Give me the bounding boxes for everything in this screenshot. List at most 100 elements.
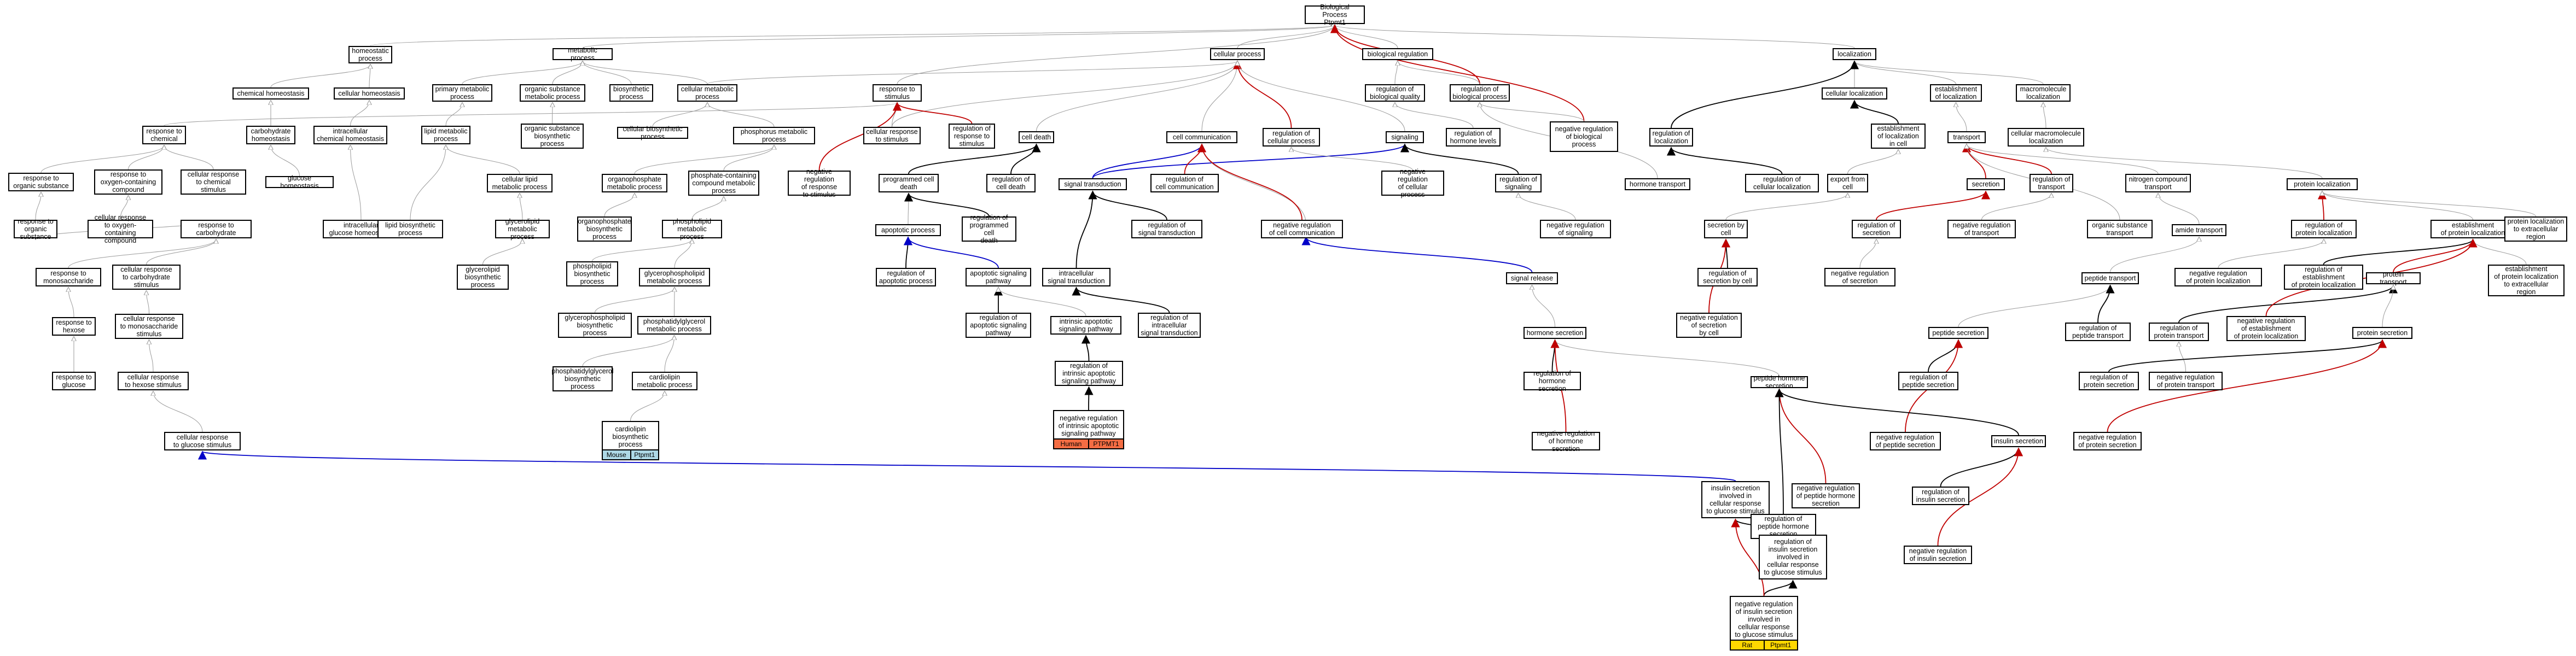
term-node-regulation-of-apoptotic-process[interactable]: regulation of apoptotic process xyxy=(876,268,936,286)
term-node-homeostatic-process[interactable]: homeostatic process xyxy=(348,46,392,63)
term-node-glucose-homeostasis[interactable]: glucose homeostasis xyxy=(265,174,334,190)
term-node-cellular-metabolic-process[interactable]: cellular metabolic process xyxy=(677,84,737,102)
term-node-secretion-by-cell[interactable]: secretion by cell xyxy=(1704,220,1748,238)
term-node-cellular-lipid-metabolic-process[interactable]: cellular lipid metabolic process xyxy=(487,174,553,192)
term-node-cellular-response-to-monosaccharide-stimulus[interactable]: cellular response to monosaccharide stim… xyxy=(115,314,183,339)
gene-tag-mouse[interactable]: Mouse xyxy=(603,450,630,459)
term-node-regulation-of-secretion[interactable]: regulation of secretion xyxy=(1852,220,1901,238)
term-node-regulation-of-peptide-transport[interactable]: regulation of peptide transport xyxy=(2065,323,2131,341)
term-node-phospholipid-biosynthetic-process[interactable]: phospholipid biosynthetic process xyxy=(566,261,618,286)
term-node-insulin-secretion[interactable]: insulin secretion xyxy=(1991,435,2046,447)
term-node-cellular-localization[interactable]: cellular localization xyxy=(1822,87,1887,99)
term-node-organic-substance-metabolic-process[interactable]: organic substance metabolic process xyxy=(520,84,585,102)
term-node-negative-regulation-of-insulin-secretion[interactable]: negative regulation of insulin secretion xyxy=(1904,546,1972,564)
term-node-phospholipid-metabolic-process[interactable]: phospholipid metabolic process xyxy=(662,218,722,241)
term-node-negative-regulation-of-secretion[interactable]: negative regulation of secretion xyxy=(1824,268,1895,286)
term-node-regulation-of-peptide-secretion[interactable]: regulation of peptide secretion xyxy=(1898,372,1958,390)
term-node-biosynthetic-process[interactable]: biosynthetic process xyxy=(609,84,653,102)
term-node-cellular-process[interactable]: cellular process xyxy=(1210,48,1265,60)
term-node-organic-substance-transport[interactable]: organic substance transport xyxy=(2087,220,2153,238)
term-node-regulation-of-cell-death[interactable]: regulation of cell death xyxy=(986,174,1036,192)
term-node-biological-regulation[interactable]: biological regulation xyxy=(1362,48,1433,60)
term-node-localization[interactable]: localization xyxy=(1833,48,1876,60)
term-node-phosphatidylglycerol-metabolic-process[interactable]: phosphatidylglycerol metabolic process xyxy=(637,316,711,335)
gene-tag-ptpmt1[interactable]: Ptpmt1 xyxy=(1763,641,1797,649)
term-node-response-to-organic-substance[interactable]: response to organic substance xyxy=(14,218,57,241)
term-node-regulation-of-insulin-secretion-involved-in-cellular-response-to-glucose-stimulus[interactable]: regulation of insulin secretion involved… xyxy=(1759,535,1827,579)
term-node-export-from-cell[interactable]: export from cell xyxy=(1827,174,1868,192)
term-node-cellular-response-to-stimulus[interactable]: cellular response to stimulus xyxy=(863,127,921,144)
annotated-term-negative-regulation-of-intrinsic-apoptotic-signaling-pathway[interactable]: negative regulation of intrinsic apoptot… xyxy=(1053,410,1124,449)
term-node-macromolecule-localization[interactable]: macromolecule localization xyxy=(2016,84,2071,102)
term-node-cellular-response-to-glucose-stimulus[interactable]: cellular response to glucose stimulus xyxy=(164,432,241,450)
term-node-cellular-biosynthetic-process[interactable]: cellular biosynthetic process xyxy=(617,125,688,140)
term-node-peptide-transport[interactable]: peptide transport xyxy=(2081,272,2139,284)
term-node-regulation-of-secretion-by-cell[interactable]: regulation of secretion by cell xyxy=(1697,268,1758,286)
term-node-peptide-hormone-secretion[interactable]: peptide hormone secretion xyxy=(1751,374,1808,390)
term-node-organophosphate-metabolic-process[interactable]: organophosphate metabolic process xyxy=(602,174,667,192)
term-node-regulation-of-cell-communication[interactable]: regulation of cell communication xyxy=(1150,174,1219,192)
term-node-negative-regulation-of-hormone-secretion[interactable]: negative regulation of hormone secretion xyxy=(1532,430,1600,453)
term-node-negative-regulation-of-protein-secretion[interactable]: negative regulation of protein secretion xyxy=(2073,432,2142,450)
term-node-regulation-of-signal-transduction[interactable]: regulation of signal transduction xyxy=(1131,220,1202,238)
gene-tag-human[interactable]: Human xyxy=(1054,440,1088,448)
term-node-negative-regulation-of-protein-localization[interactable]: negative regulation of protein localizat… xyxy=(2174,268,2262,286)
term-node-signal-release[interactable]: signal release xyxy=(1506,272,1558,284)
term-node-response-to-monosaccharide[interactable]: response to monosaccharide xyxy=(36,268,101,286)
term-node-establishment-of-localization-in-cell[interactable]: establishment of localization in cell xyxy=(1871,124,1926,149)
term-node-carbohydrate-homeostasis[interactable]: carbohydrate homeostasis xyxy=(246,126,295,144)
term-node-protein-transport[interactable]: protein transport xyxy=(2366,271,2421,286)
term-node-phosphatidylglycerol-biosynthetic-process[interactable]: phosphatidylglycerol biosynthetic proces… xyxy=(551,366,614,391)
term-node-response-to-chemical[interactable]: response to chemical xyxy=(142,126,186,144)
term-node-cardiolipin-metabolic-process[interactable]: cardiolipin metabolic process xyxy=(632,372,697,390)
term-node-glycerolipid-biosynthetic-process[interactable]: glycerolipid biosynthetic process xyxy=(457,265,509,290)
term-node-regulation-of-insulin-secretion[interactable]: regulation of insulin secretion xyxy=(1912,487,1969,505)
term-node-negative-regulation-of-peptide-hormone-secretion[interactable]: negative regulation of peptide hormone s… xyxy=(1792,483,1860,508)
term-node-regulation-of-cellular-localization[interactable]: regulation of cellular localization xyxy=(1745,174,1819,192)
gene-tag-rat[interactable]: Rat xyxy=(1731,641,1764,649)
term-node-primary-metabolic-process[interactable]: primary metabolic process xyxy=(432,84,492,102)
term-node-cell-death[interactable]: cell death xyxy=(1019,131,1054,143)
term-node-cellular-response-to-carbohydrate-stimulus[interactable]: cellular response to carbohydrate stimul… xyxy=(112,265,181,290)
term-node-protein-secretion[interactable]: protein secretion xyxy=(2352,327,2412,339)
term-node-signal-transduction[interactable]: signal transduction xyxy=(1059,178,1127,190)
term-node-regulation-of-localization[interactable]: regulation of localization xyxy=(1649,128,1693,147)
term-node-phosphate-containing-compound-metabolic-process[interactable]: phosphate-containing compound metabolic … xyxy=(688,171,759,196)
term-node-regulation-of-protein-secretion[interactable]: regulation of protein secretion xyxy=(2079,372,2139,390)
term-node-intracellular-signal-transduction[interactable]: intracellular signal transduction xyxy=(1042,268,1110,286)
term-node-cellular-response-to-hexose-stimulus[interactable]: cellular response to hexose stimulus xyxy=(118,372,189,390)
term-node-response-to-carbohydrate[interactable]: response to carbohydrate xyxy=(181,220,252,238)
term-node-cellular-response-to-oxygen-containing-compound[interactable]: cellular response to oxygen-containing c… xyxy=(88,214,153,244)
term-node-organic-substance-biosynthetic-process[interactable]: organic substance biosynthetic process xyxy=(521,124,584,149)
gene-tag-ptpmt1[interactable]: PTPMT1 xyxy=(1088,440,1123,448)
term-node-regulation-of-establishment-of-protein-localization[interactable]: regulation of establishment of protein l… xyxy=(2284,265,2363,290)
term-node-negative-regulation-of-secretion-by-cell[interactable]: negative regulation of secretion by cell xyxy=(1676,313,1742,338)
term-node-hormone-transport[interactable]: hormone transport xyxy=(1625,178,1690,190)
term-node-apoptotic-signaling-pathway[interactable]: apoptotic signaling pathway xyxy=(966,268,1031,286)
term-node-regulation-of-protein-transport[interactable]: regulation of protein transport xyxy=(2149,323,2209,341)
term-node-response-to-oxygen-containing-compound[interactable]: response to oxygen-containing compound xyxy=(94,169,162,195)
term-node-apoptotic-process[interactable]: apoptotic process xyxy=(875,224,941,236)
term-node-negative-regulation-of-transport[interactable]: negative regulation of transport xyxy=(1947,220,2016,238)
gene-tag-ptpmt1[interactable]: Ptpmt1 xyxy=(630,450,658,459)
term-node-regulation-of-hormone-secretion[interactable]: regulation of hormone secretion xyxy=(1523,370,1581,393)
term-node-response-to-organic-substance[interactable]: response to organic substance xyxy=(8,173,74,191)
term-node-amide-transport[interactable]: amide transport xyxy=(2172,224,2226,236)
term-node-negative-regulation-of-response-to-stimulus[interactable]: negative regulation of response to stimu… xyxy=(788,168,851,198)
term-node-phosphorus-metabolic-process[interactable]: phosphorus metabolic process xyxy=(733,127,815,144)
term-node-biological-process-ptpmt1[interactable]: Biological Process Ptpmt1 xyxy=(1305,3,1365,26)
term-node-intrinsic-apoptotic-signaling-pathway[interactable]: intrinsic apoptotic signaling pathway xyxy=(1050,316,1121,335)
term-node-establishment-of-protein-localization-to-extracellular-region[interactable]: establishment of protein localization to… xyxy=(2488,265,2565,296)
term-node-response-to-stimulus[interactable]: response to stimulus xyxy=(873,84,922,102)
term-node-metabolic-process[interactable]: metabolic process xyxy=(553,46,613,62)
term-node-organophosphate-biosynthetic-process[interactable]: organophosphate biosynthetic process xyxy=(577,216,632,242)
term-node-protein-localization[interactable]: protein localization xyxy=(2287,178,2358,190)
term-node-negative-regulation-of-protein-transport[interactable]: negative regulation of protein transport xyxy=(2149,372,2223,390)
term-node-negative-regulation-of-signaling[interactable]: negative regulation of signaling xyxy=(1540,220,1611,238)
term-node-lipid-biosynthetic-process[interactable]: lipid biosynthetic process xyxy=(377,220,443,238)
term-node-secretion[interactable]: secretion xyxy=(1967,178,2005,190)
term-node-lipid-metabolic-process[interactable]: lipid metabolic process xyxy=(421,126,470,144)
term-node-regulation-of-signaling[interactable]: regulation of signaling xyxy=(1495,174,1542,192)
term-node-negative-regulation-of-cell-communication[interactable]: negative regulation of cell communicatio… xyxy=(1261,220,1343,238)
